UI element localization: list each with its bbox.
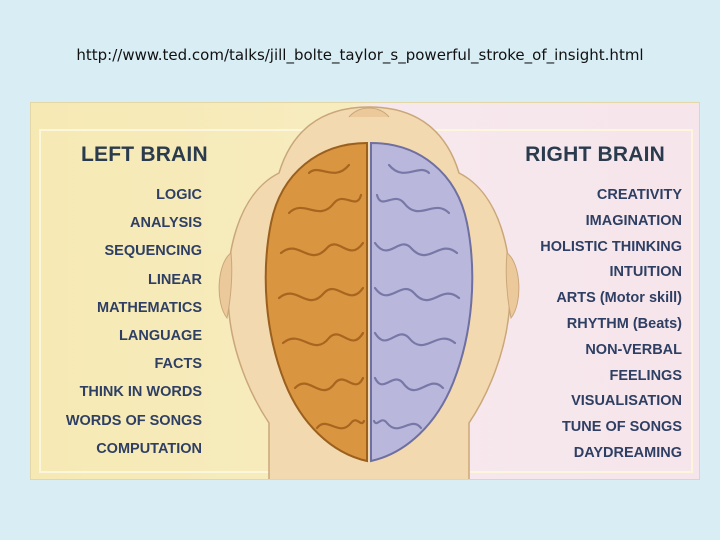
right-brain-list: CREATIVITY IMAGINATION HOLISTIC THINKING… (540, 185, 682, 469)
left-item: FACTS (154, 356, 202, 373)
brain-illustration (218, 106, 520, 479)
right-brain-title: RIGHT BRAIN (525, 143, 665, 166)
right-item: INTUITION (609, 264, 683, 281)
left-item: WORDS OF SONGS (65, 412, 202, 429)
right-item: ARTS (Motor skill) (556, 290, 682, 307)
right-item: CREATIVITY (596, 187, 682, 203)
right-item: VISUALISATION (571, 393, 682, 410)
right-item: DAYDREAMING (573, 444, 682, 461)
right-item: HOLISTIC THINKING (540, 238, 682, 255)
brain-figure: LEFT BRAIN RIGHT BRAIN LOGIC ANALYSIS SE… (30, 102, 700, 480)
left-brain-title: LEFT BRAIN (81, 143, 208, 166)
right-item: NON-VERBAL (585, 341, 682, 358)
right-item: IMAGINATION (585, 212, 682, 229)
left-item: LOGIC (156, 187, 202, 203)
left-brain-list: LOGIC ANALYSIS SEQUENCING LINEAR MATHEMA… (66, 185, 202, 467)
left-item: LINEAR (148, 271, 202, 288)
left-item: THINK IN WORDS (79, 384, 202, 401)
slide-url-caption: http://www.ted.com/talks/jill_bolte_tayl… (76, 46, 644, 64)
left-item: MATHEMATICS (97, 299, 202, 316)
left-item: LANGUAGE (119, 327, 202, 344)
left-item: ANALYSIS (130, 215, 202, 232)
left-item: SEQUENCING (104, 243, 203, 260)
right-item: FEELINGS (609, 367, 682, 384)
right-item: RHYTHM (Beats) (566, 315, 682, 332)
left-item: COMPUTATION (96, 440, 202, 457)
right-item: TUNE OF SONGS (561, 419, 682, 436)
